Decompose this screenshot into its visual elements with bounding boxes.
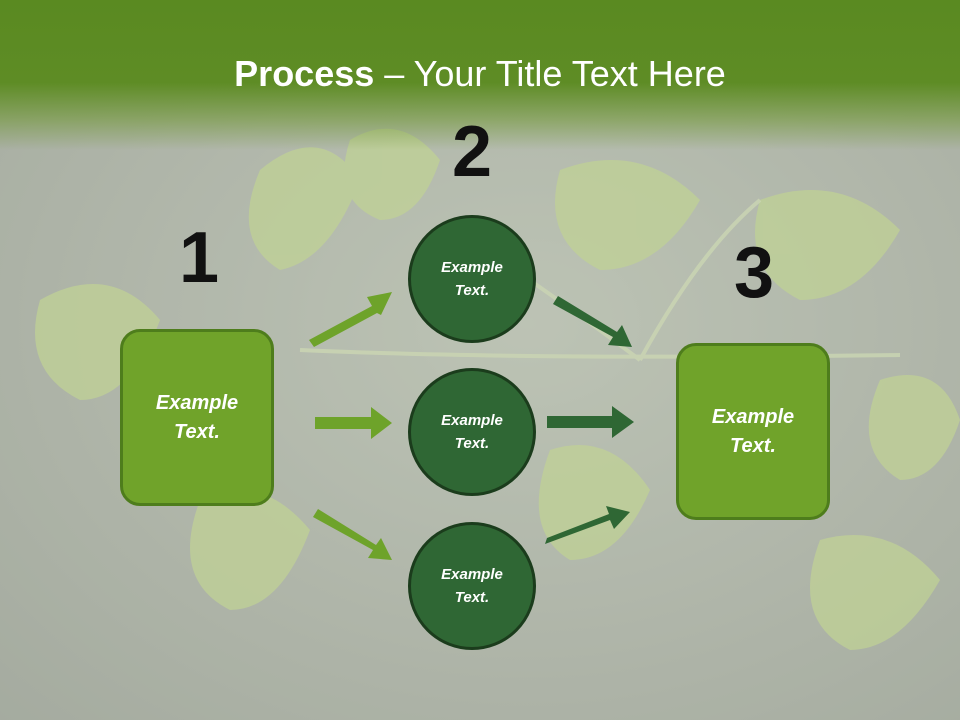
step-number-2: 2 <box>451 112 493 192</box>
step-2-circle-middle: Example Text. <box>408 368 536 496</box>
step-2-circle-top: Example Text. <box>408 215 536 343</box>
step-1-box: Example Text. <box>120 329 274 506</box>
step-2-circle-bottom: Example Text. <box>408 522 536 650</box>
circle-middle-text: Example Text. <box>441 412 503 452</box>
title-rest: – Your Title Text Here <box>374 53 726 94</box>
step-3-box: Example Text. <box>676 343 830 520</box>
title-bold: Process <box>234 53 375 94</box>
arrow-left-to-top <box>309 292 392 347</box>
title-bar <box>0 0 960 150</box>
page-title: Process – Your Title Text Here <box>0 52 960 96</box>
arrow-left-to-middle <box>315 407 392 439</box>
circle-top-text: Example Text. <box>441 259 503 299</box>
circle-bottom-text: Example Text. <box>441 566 503 606</box>
step-number-3: 3 <box>733 233 775 313</box>
step-number-1: 1 <box>178 218 220 298</box>
arrow-middle-to-right <box>547 406 634 438</box>
arrow-left-to-bottom <box>313 509 392 560</box>
arrow-top-to-right <box>553 296 632 347</box>
step-1-text: Example Text. <box>155 391 239 443</box>
step-3-text: Example Text. <box>711 405 795 457</box>
arrow-bottom-to-right <box>545 506 630 544</box>
